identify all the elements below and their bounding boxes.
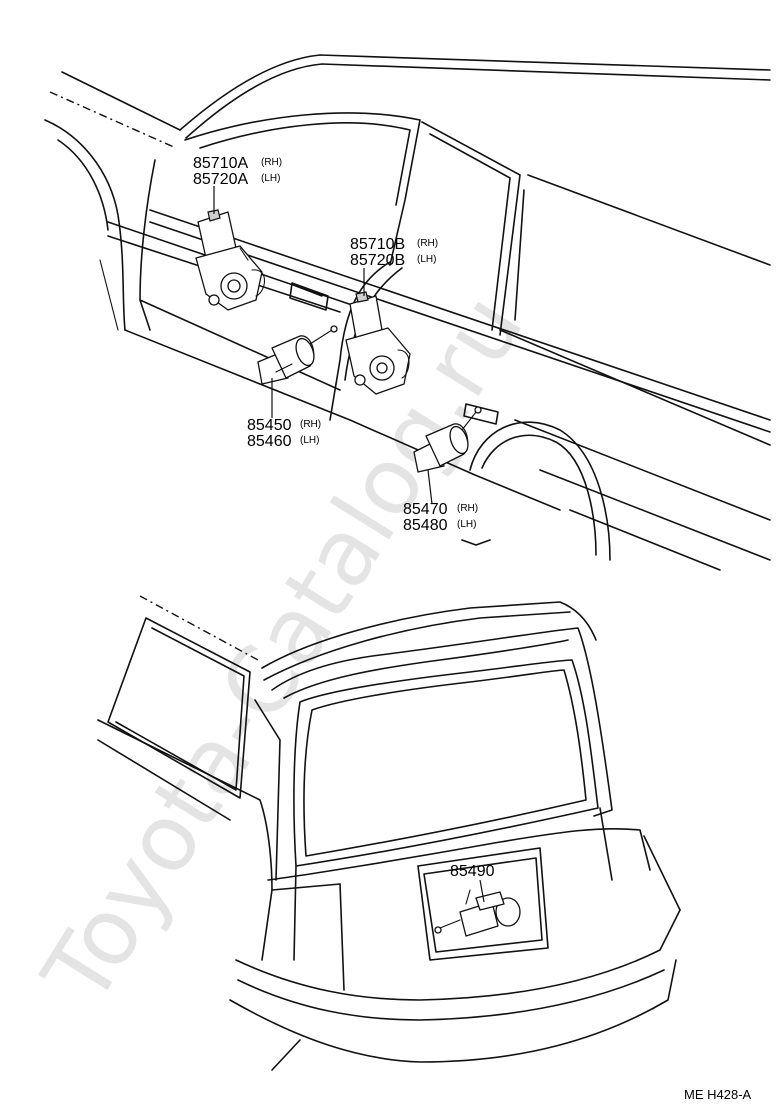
diagram-code: ME H428-A <box>684 1087 752 1102</box>
door-lock-actuator-rear <box>413 406 482 473</box>
svg-text:(LH): (LH) <box>300 435 319 446</box>
car-side-view <box>44 54 771 571</box>
leader-lines <box>213 186 485 903</box>
svg-text:(RH): (RH) <box>261 157 282 168</box>
callout-85490: 85490 <box>450 863 495 880</box>
svg-text:(RH): (RH) <box>300 419 321 430</box>
callout-85460: 85460 (LH) <box>247 433 319 450</box>
callout-85470: 85470 (RH) <box>403 501 478 518</box>
door-lock-actuator-front <box>257 325 338 385</box>
car-rear-view <box>97 595 681 1071</box>
door-lock-motor-rear <box>345 291 411 395</box>
svg-text:85720B: 85720B <box>350 252 405 269</box>
svg-text:85460: 85460 <box>247 433 292 450</box>
callout-85450: 85450 (RH) <box>247 417 321 434</box>
svg-text:85450: 85450 <box>247 417 292 434</box>
svg-text:(LH): (LH) <box>457 519 476 530</box>
svg-text:85490: 85490 <box>450 863 495 880</box>
callout-85710B: 85710B (RH) <box>350 236 438 253</box>
svg-text:85720A: 85720A <box>193 171 248 188</box>
callout-85710A: 85710A (RH) <box>193 155 282 172</box>
svg-text:85480: 85480 <box>403 517 448 534</box>
svg-text:(RH): (RH) <box>417 238 438 249</box>
callout-85720B: 85720B (LH) <box>350 252 436 269</box>
svg-text:(LH): (LH) <box>261 173 280 184</box>
svg-text:85710B: 85710B <box>350 236 405 253</box>
svg-text:85470: 85470 <box>403 501 448 518</box>
door-lock-motor-front <box>195 209 266 311</box>
callout-85720A: 85720A (LH) <box>193 171 280 188</box>
callout-85480: 85480 (LH) <box>403 517 476 534</box>
svg-text:(LH): (LH) <box>417 254 436 265</box>
svg-text:85710A: 85710A <box>193 155 248 172</box>
svg-text:(RH): (RH) <box>457 503 478 514</box>
back-door-lock-actuator <box>434 889 521 937</box>
